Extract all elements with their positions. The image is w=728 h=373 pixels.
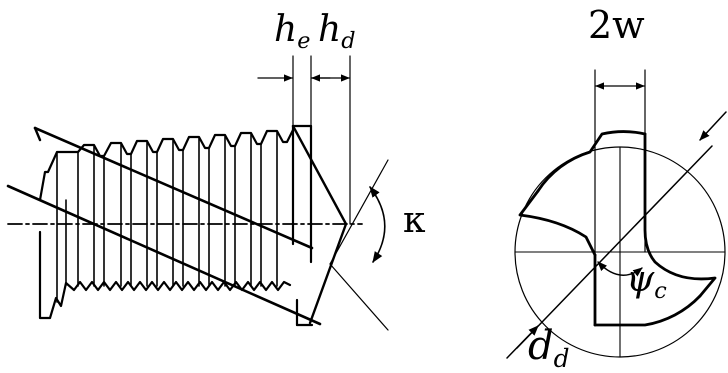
chamfer-top (291, 124, 348, 226)
kappa-angle-arc (369, 186, 386, 263)
tooth-flank-lines (56, 130, 278, 303)
label-hd-sub: d (341, 28, 356, 55)
diameter-line (516, 145, 713, 349)
tap-cross-section (506, 69, 727, 359)
label-psi-c: ψc (626, 259, 667, 303)
label-psi-sub: c (654, 278, 667, 305)
diameter-arrow-lower (506, 325, 539, 359)
flute-edge-lower (6, 184, 322, 326)
thread-profile-bottom (38, 230, 292, 320)
label-dd: dd (528, 323, 569, 371)
psi-angle-arc (597, 261, 643, 277)
label-two-w: 2w (588, 3, 645, 47)
flute-right (643, 132, 717, 298)
label-he-main: h (274, 9, 298, 50)
land-top (536, 130, 647, 193)
chamfer-bottom (308, 222, 348, 325)
flute-end (33, 126, 42, 142)
flute-edge-upper (33, 126, 314, 250)
label-kappa: κ (403, 200, 426, 241)
label-dd-main: d (528, 323, 554, 369)
label-dd-sub: d (553, 343, 570, 373)
thread-profile-top (38, 128, 295, 202)
cone-reference-line (329, 159, 389, 265)
label-hd-main: h (318, 9, 342, 50)
label-he-sub: e (297, 28, 311, 55)
flute-left (518, 189, 597, 257)
diameter-arrow-upper (699, 111, 727, 141)
label-he: he (274, 9, 310, 53)
label-psi-main: ψ (626, 259, 655, 300)
label-hd: hd (318, 9, 355, 53)
land-bottom (593, 294, 702, 327)
tap-side-view (6, 55, 389, 331)
